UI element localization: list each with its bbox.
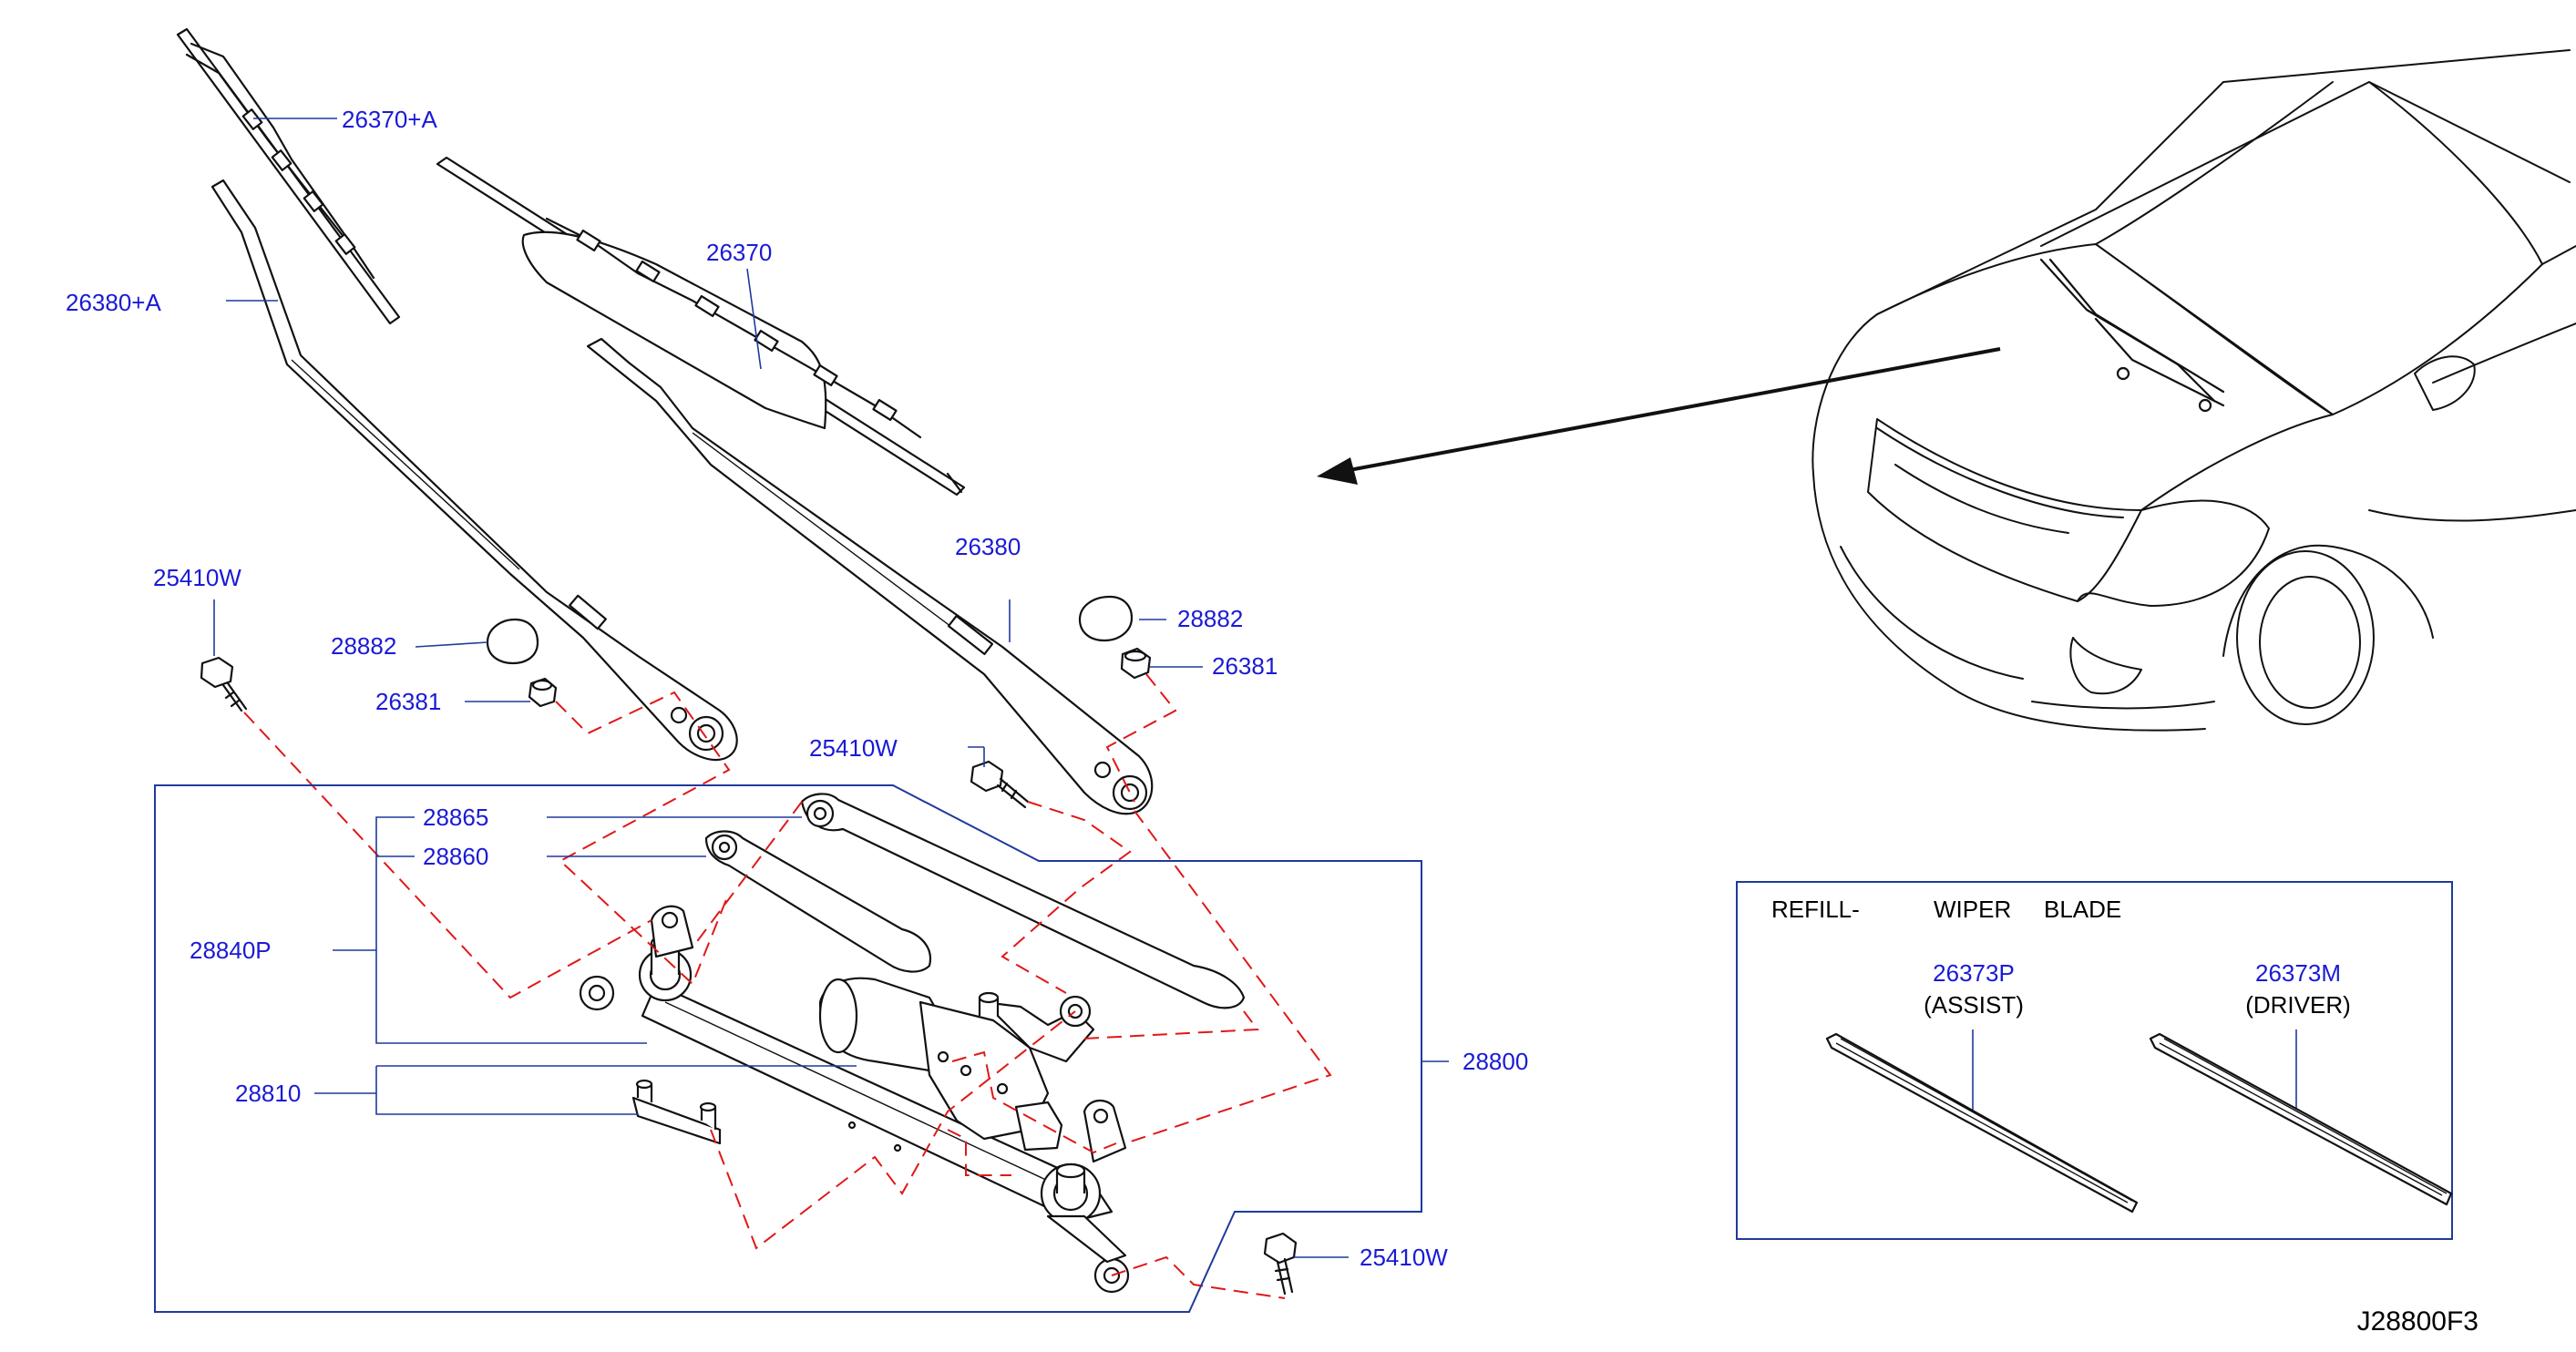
label-bolt-bottom: 25410W [1360,1244,1448,1271]
refill-box: REFILL- WIPER BLADE 26373P (ASSIST) 2637… [1771,896,2351,1019]
wiper-frame-linkage [579,905,1130,1294]
label-arm-left: 26380+A [66,289,161,316]
cap-28882-right [1078,595,1134,642]
label-bolt-mid: 25410W [809,734,898,762]
callout-labels: 26370+A 26370 26380+A 26380 25410W 28882… [66,106,1528,1271]
label-link-upper: 28865 [423,804,488,831]
wiper-blade-left [176,27,401,325]
refill-strip-assist [1825,1032,2139,1214]
direction-arrow [1317,347,2001,485]
refill-strip-driver [2149,1032,2453,1206]
label-blade-left: 26370+A [342,106,437,133]
label-nut-left: 26381 [375,688,441,715]
bolt-25410w-bottom [1263,1232,1298,1296]
wiper-blade-right [436,156,966,497]
link-rod-28860 [704,830,932,973]
refill-heading-3: BLADE [2044,896,2121,923]
car-illustration [1811,49,2576,732]
refill-driver-part: 26373M [2255,959,2341,987]
label-drive-assy: 28800 [1462,1048,1528,1075]
drive-assembly-frame [154,784,1422,1313]
nut-26381-right [1120,647,1152,680]
refill-assist-label: (ASSIST) [1924,991,2024,1019]
label-arm-right: 26380 [955,533,1021,560]
bolt-25410w-top [200,656,248,712]
bolt-25410w-mid [970,760,1030,809]
refill-driver-label: (DRIVER) [2245,991,2351,1019]
nut-26381-left [528,677,558,708]
label-bolt-top: 25410W [153,564,241,591]
bracket-part [631,1079,722,1145]
wiper-arm-right [586,337,1154,815]
refill-assist-part: 26373P [1933,959,2015,987]
wiper-arm-left [210,179,738,761]
label-linkage-assy: 28840P [190,937,272,964]
leader-lines [213,118,2297,1258]
wiper-motor-28810 [818,977,1095,1152]
label-blade-right: 26370 [706,239,772,266]
refill-heading-1: REFILL- [1771,896,1860,923]
label-motor: 28810 [235,1080,301,1107]
dashed-guide-lines [243,673,1332,1299]
diagram-id: J28800F3 [2357,1306,2479,1337]
refill-heading-2: WIPER [1934,896,2011,923]
cap-28882-left [486,618,539,665]
label-nut-right: 26381 [1212,652,1278,680]
label-cap-left: 28882 [331,632,396,660]
refill-box-frame [1736,881,2453,1240]
label-cap-right: 28882 [1177,605,1243,632]
link-rod-28865 [800,793,1246,1009]
label-link-lower: 28860 [423,843,488,870]
